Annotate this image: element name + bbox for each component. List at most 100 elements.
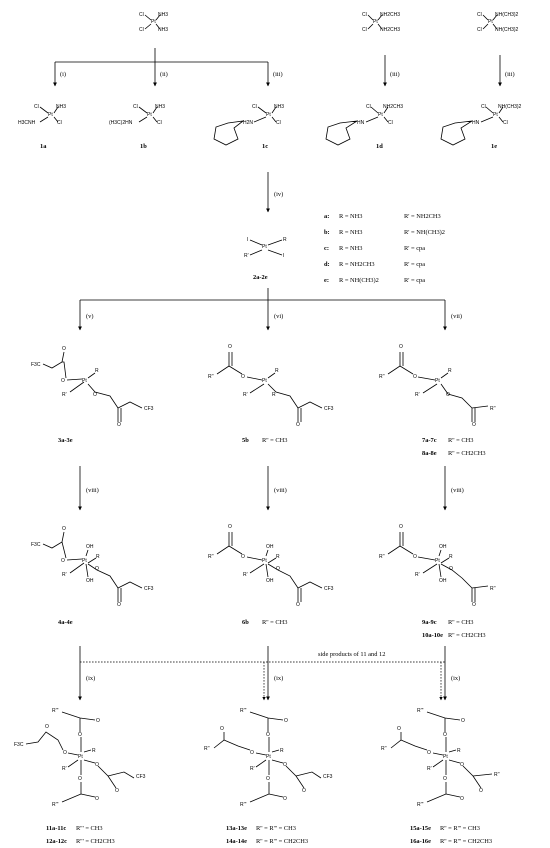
svg-text:O: O — [228, 344, 232, 350]
svg-text:R'' = CH3: R'' = CH3 — [448, 437, 473, 444]
svg-text:O: O — [479, 788, 483, 794]
compound-5b: O R'' O Pt R R' R O CF3 5b R'' = CH3 — [208, 344, 334, 444]
svg-text:R'': R'' — [379, 374, 385, 380]
svg-text:R' = NH(CH3)2: R' = NH(CH3)2 — [404, 229, 445, 236]
svg-text:(ii): (ii) — [160, 71, 168, 78]
svg-text:R''': R''' — [417, 802, 424, 808]
compound-1b: Cl NH3 Pt (H3C)2HN Cl 1b — [109, 104, 165, 150]
svg-text:O: O — [62, 346, 66, 352]
svg-text:NH(CH3)2: NH(CH3)2 — [498, 104, 522, 110]
svg-text:R'': R'' — [381, 746, 387, 752]
svg-text:F3C: F3C — [14, 742, 24, 748]
svg-text:O: O — [266, 776, 270, 782]
svg-text:O: O — [296, 422, 300, 428]
svg-text:4a-4e: 4a-4e — [58, 619, 73, 626]
svg-text:(ix): (ix) — [274, 675, 283, 682]
compound-4: F3C O O Pt OH R R' OH O O CF3 4a-4e — [31, 526, 154, 626]
svg-text:R = NH3: R = NH3 — [339, 245, 363, 252]
svg-text:(ix): (ix) — [86, 675, 95, 682]
svg-text:CF3: CF3 — [136, 774, 146, 780]
svg-text:R'' = CH3: R'' = CH3 — [448, 619, 473, 626]
svg-text:O: O — [399, 524, 403, 530]
compound-13-14: R''' O O O R'' O Pt R R' O O O CF3 R''' … — [204, 708, 333, 845]
svg-text:R: R — [276, 554, 280, 560]
svg-text:R'' = CH2CH3: R'' = CH2CH3 — [448, 450, 486, 457]
svg-text:(H3C)2HN: (H3C)2HN — [109, 120, 133, 126]
svg-text:Pt: Pt — [266, 112, 271, 118]
legend-row-d: d: R = NH2CH3 R' = cpa — [324, 261, 425, 268]
svg-text:Pt: Pt — [262, 378, 267, 384]
svg-text:R': R' — [62, 572, 67, 578]
cisplatin-start: Cl NH3 Pt Cl NH3 — [139, 12, 168, 33]
svg-text:O: O — [241, 554, 245, 560]
svg-text:5b: 5b — [242, 437, 249, 444]
svg-text:c:: c: — [324, 245, 329, 252]
svg-text:R'' = CH3: R'' = CH3 — [262, 437, 287, 444]
svg-text:H3CNH: H3CNH — [18, 120, 36, 126]
svg-text:(viii): (viii) — [86, 487, 99, 494]
svg-text:I: I — [283, 253, 284, 259]
svg-text:O: O — [115, 788, 119, 794]
compound-11-12: R''' O O F3C O O Pt R R' O O O CF3 R''' … — [14, 708, 146, 845]
svg-text:6b: 6b — [242, 619, 249, 626]
svg-text:O: O — [78, 732, 82, 738]
svg-text:O: O — [93, 392, 97, 398]
svg-text:R: R — [449, 554, 453, 560]
svg-text:(vi): (vi) — [274, 313, 283, 320]
svg-text:R = NH3: R = NH3 — [339, 213, 363, 220]
compound-15-16: R''' O O O R'' O Pt R R' O O O R'' R''' … — [381, 708, 500, 845]
svg-text:Cl: Cl — [503, 120, 508, 126]
svg-text:R = NH2CH3: R = NH2CH3 — [339, 261, 375, 268]
svg-text:Pt: Pt — [82, 378, 87, 384]
svg-text:16a-16e: 16a-16e — [410, 838, 431, 845]
svg-text:NH3: NH3 — [274, 104, 284, 110]
svg-text:NH3: NH3 — [155, 104, 165, 110]
svg-text:O: O — [63, 750, 67, 756]
svg-text:R: R — [92, 748, 96, 754]
svg-text:NH(CH3)2: NH(CH3)2 — [495, 27, 519, 33]
svg-text:Cl: Cl — [388, 120, 393, 126]
legend-row-a: a: R = NH3 R' = NH2CH3 — [324, 213, 441, 220]
legend-row-b: b: R = NH3 R' = NH(CH3)2 — [324, 229, 445, 236]
svg-text:R': R' — [243, 392, 248, 398]
svg-text:Cl: Cl — [481, 104, 486, 110]
svg-text:Pt: Pt — [266, 754, 271, 760]
svg-text:R': R' — [415, 572, 420, 578]
svg-text:CF3: CF3 — [144, 406, 154, 412]
compound-6b: O R'' O Pt OH R R' OH O O CF3 6b R'' = C… — [208, 524, 334, 626]
legend-row-c: c: R = NH3 R' = cpa — [324, 245, 425, 252]
svg-text:Cl: Cl — [252, 104, 257, 110]
svg-text:OH: OH — [266, 544, 274, 550]
svg-text:(v): (v) — [86, 313, 93, 320]
svg-text:R' = cpa: R' = cpa — [404, 277, 425, 284]
svg-text:(iii): (iii) — [273, 71, 283, 78]
svg-text:Cl: Cl — [57, 120, 62, 126]
compound-1d: Cl NH2CH3 Pt HN Cl 1d — [325, 104, 403, 150]
svg-text:O: O — [95, 566, 99, 572]
svg-text:Cl: Cl — [276, 120, 281, 126]
svg-text:O: O — [61, 378, 65, 384]
svg-text:12a-12c: 12a-12c — [46, 838, 67, 845]
svg-text:O: O — [284, 718, 288, 724]
svg-text:R': R' — [244, 253, 249, 259]
svg-text:(vii): (vii) — [451, 313, 462, 320]
svg-text:R'': R'' — [490, 406, 496, 412]
svg-text:O: O — [302, 788, 306, 794]
svg-text:R'': R'' — [204, 746, 210, 752]
svg-text:HN: HN — [472, 120, 480, 126]
svg-text:Cl: Cl — [362, 27, 367, 33]
svg-text:O: O — [45, 724, 49, 730]
svg-text:R': R' — [62, 392, 67, 398]
svg-text:14a-14e: 14a-14e — [226, 838, 247, 845]
svg-text:O: O — [241, 374, 245, 380]
svg-text:R'' = CH3: R'' = CH3 — [262, 619, 287, 626]
svg-text:O: O — [95, 762, 99, 768]
svg-text:1d: 1d — [376, 143, 383, 150]
svg-text:R': R' — [62, 766, 67, 772]
svg-text:H2N: H2N — [243, 120, 253, 126]
svg-text:Pt: Pt — [262, 558, 267, 564]
svg-text:R''' = CH3: R''' = CH3 — [76, 825, 103, 832]
svg-text:O: O — [276, 566, 280, 572]
svg-text:O: O — [117, 602, 121, 608]
